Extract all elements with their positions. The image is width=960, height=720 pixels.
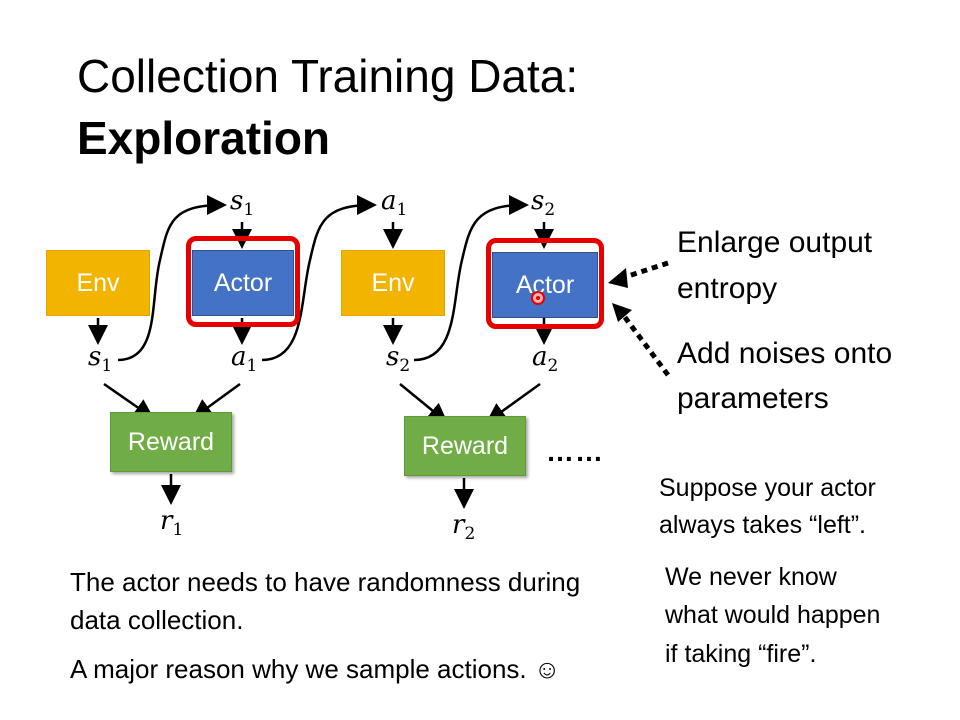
actor1-highlight-frame <box>186 236 300 327</box>
reward-box-2: Reward <box>404 416 526 476</box>
label-s1-top: s1 <box>230 186 255 220</box>
bottom-text-line1: The actor needs to have randomness durin… <box>70 567 581 597</box>
arrow-s2-to-actor2-input <box>413 195 529 362</box>
slide-title-line2: Exploration <box>77 112 331 164</box>
arrow-s2-reward2 <box>399 383 448 424</box>
dotted-pointer-entropy <box>621 260 669 281</box>
reward-box-1: Reward <box>110 412 232 472</box>
arrow-s1-to-actor1-input <box>117 195 227 362</box>
label-s1-bottom: s1 <box>88 342 113 376</box>
bottom-text-line2: data collection. <box>70 605 244 635</box>
arrow-s1-reward1 <box>103 382 155 419</box>
label-a1-bottom: a1 <box>231 342 258 376</box>
bottom-text-line3: A major reason why we sample actions. ☺ <box>70 654 561 684</box>
example-suppose-line1: Suppose your actor <box>659 474 876 502</box>
label-s2-top: s2 <box>531 186 556 220</box>
note-enlarge-line1: Enlarge output <box>677 226 873 259</box>
label-r2: r2 <box>452 510 476 544</box>
dotted-pointer-noise-head <box>612 303 632 322</box>
actor2-highlight-frame <box>486 238 604 329</box>
note-noise-line2: parameters <box>677 382 829 415</box>
actor-box-1: Actor <box>192 250 294 316</box>
note-enlarge-line2: entropy <box>677 272 778 305</box>
slide-title-line1: Collection Training Data: <box>77 50 579 102</box>
dotted-pointer-noise <box>621 314 671 377</box>
actor-box-2: Actor <box>492 252 598 318</box>
note-noise-line1: Add noises onto <box>677 337 893 370</box>
arrow-a1-reward1 <box>191 382 241 419</box>
example-never-line1: We never know <box>665 563 837 591</box>
label-a2-bottom: a2 <box>532 342 559 376</box>
dotted-pointer-entropy-head <box>608 268 628 288</box>
continuation-ellipsis: …… <box>546 436 604 467</box>
arrow-a2-reward2 <box>485 382 541 423</box>
label-a1-top: a1 <box>381 186 408 220</box>
example-never-line2: what would happen <box>665 601 881 629</box>
example-never-line3: if taking “fire”. <box>665 640 817 668</box>
pointer-cursor-icon <box>531 291 545 305</box>
arrow-a1-to-env2-input <box>261 195 377 362</box>
env-box-1: Env <box>46 250 150 316</box>
env-box-2: Env <box>341 250 445 316</box>
example-suppose-line2: always takes “left”. <box>659 511 867 539</box>
label-s2-bottom: s2 <box>386 342 411 376</box>
label-r1: r1 <box>160 506 184 540</box>
